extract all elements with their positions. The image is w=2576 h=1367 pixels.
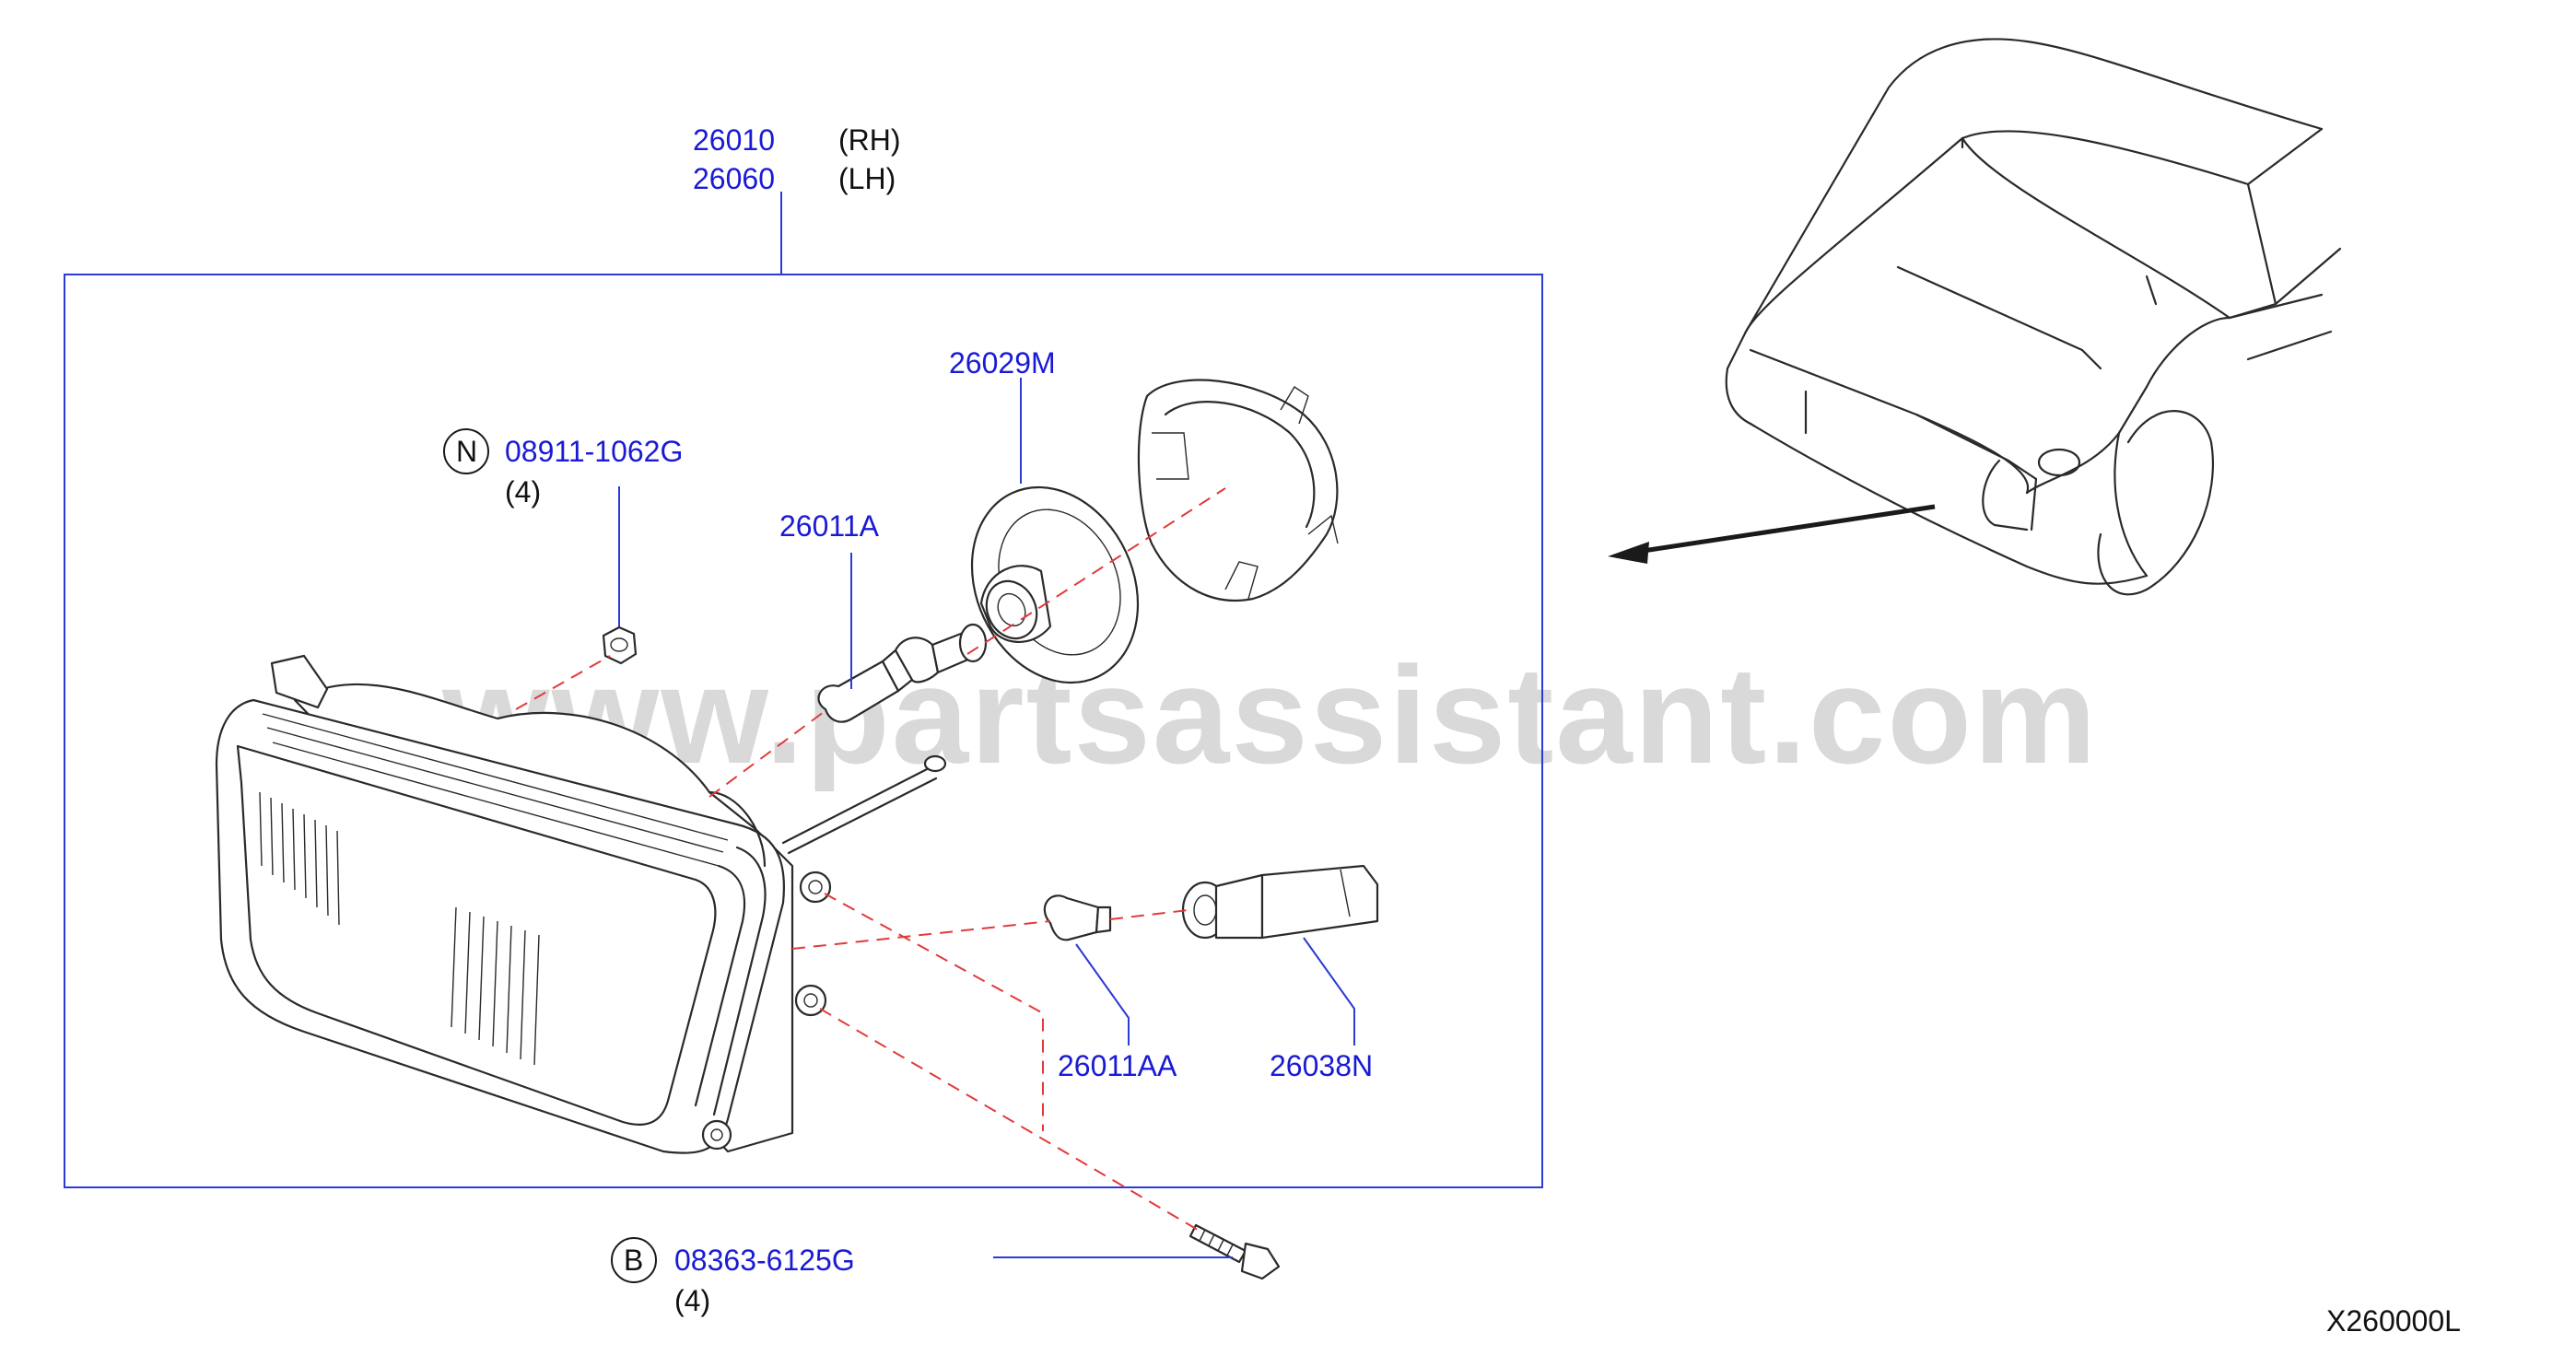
nut-marker: N [456,435,477,468]
socket-part[interactable] [1181,864,1379,940]
bulb-socket-part[interactable] [941,460,1168,709]
bulb-part-no[interactable]: 26011A [779,509,880,543]
small-bulb-part-no[interactable]: 26011AA [1058,1049,1177,1082]
nut-part-no[interactable]: 08911-1062G [505,435,683,468]
headlamp-lh-part-no[interactable]: 26060 [693,162,775,195]
headlamp-rh-part-no[interactable]: 26010 [693,123,775,157]
small-bulb-leader [1075,943,1130,1046]
bolt-marker-circle [611,1237,657,1283]
nut-part[interactable] [602,625,638,665]
retaining-ring-part[interactable] [1137,379,1339,602]
headlamp-rh-side: (RH) [838,123,901,157]
bolt-part-no[interactable]: 08363-6125G [674,1244,855,1277]
socket-part-no[interactable]: 26038N [1270,1049,1373,1082]
bolt-marker: B [624,1244,643,1277]
bolt-part[interactable] [1188,1223,1281,1280]
headlamp-assembly[interactable] [215,654,947,1154]
socket-leader [1303,937,1355,1046]
bulb-socket-part-no[interactable]: 26029M [949,346,1056,380]
diagram-code: X260000L [2326,1304,2461,1338]
nut-marker-circle [443,428,489,474]
assembly-guides [515,487,1226,1231]
headlamp-lh-side: (LH) [838,162,896,195]
small-bulb-part[interactable] [1043,894,1112,941]
nut-qty: (4) [505,475,541,508]
watermark-text: www.partsassistant.com [441,637,2098,792]
bulb-part[interactable] [817,623,988,723]
vehicle-locator-sketch [1608,38,2342,596]
assembly-frame [64,274,1543,1188]
bolt-qty: (4) [674,1284,710,1317]
